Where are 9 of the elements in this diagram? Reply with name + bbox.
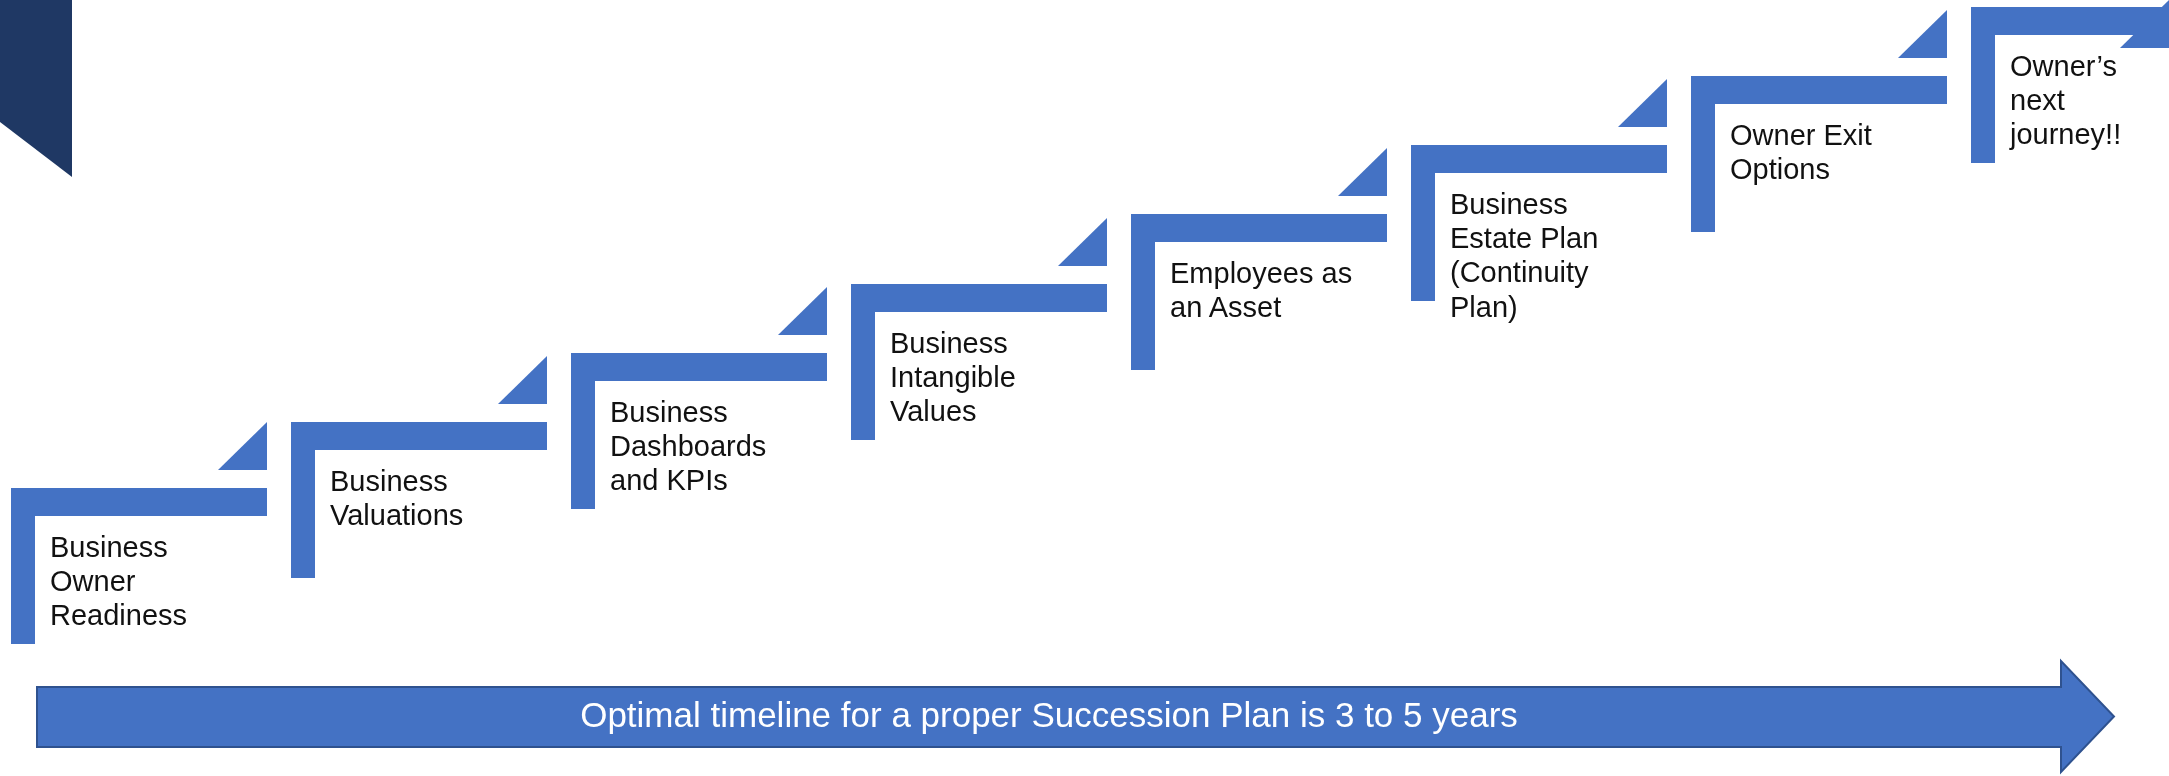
step-label: Owner Exit Options [1730, 118, 1873, 187]
step-label: Business Estate Plan (Continuity Plan) [1450, 187, 1600, 324]
step-label: Owner’s next journey!! [2010, 49, 2123, 152]
step-label: Business Owner Readiness [50, 530, 189, 633]
step-label: Business Dashboards and KPIs [610, 395, 768, 498]
step-label: Business Intangible Values [890, 326, 1017, 429]
step-label: Employees as an Asset [1170, 256, 1354, 325]
step-label: Business Valuations [330, 464, 465, 533]
timeline-label: Optimal timeline for a proper Succession Plan is 3 to 5 years [579, 695, 1519, 735]
